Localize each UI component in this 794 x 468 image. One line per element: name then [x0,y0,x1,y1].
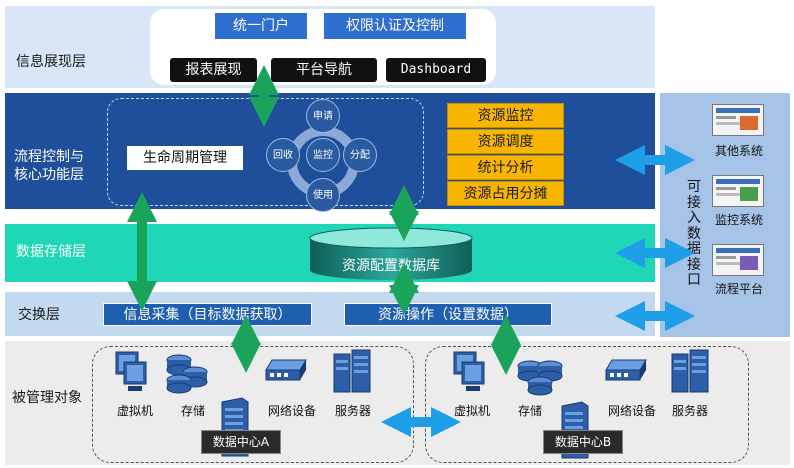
monitor-system-icon [712,175,764,207]
function-resource-monitor[interactable]: 资源监控 [447,103,564,128]
cycle-recycle-node: 回收 [266,138,300,172]
exchange-layer-label: 交换层 [18,307,60,323]
presentation-layer-label: 信息展现层 [16,54,86,70]
process-layer-label: 流程控制与 核心功能层 [14,149,84,183]
network-device-icon [605,359,647,381]
storage-label: 存储 [517,404,542,418]
monitor-system-label: 监控系统 [714,213,763,227]
lifecycle-label: 生命周期管理 [127,146,243,170]
function-resource-schedule[interactable]: 资源调度 [447,129,564,154]
storage-layer-label: 数据存储层 [16,244,86,260]
function-cost-allocation[interactable]: 资源占用分摊 [447,181,564,206]
cycle-use-node: 使用 [306,178,340,212]
virtual-machine-label: 虚拟机 [453,404,490,418]
server-label: 服务器 [334,404,371,418]
datacenter-b-box [425,346,749,463]
platform-nav-button[interactable]: 平台导航 [271,58,377,82]
storage-icon [517,360,563,396]
process-platform-label: 流程平台 [714,282,763,296]
storage-label: 存储 [180,404,205,418]
server-icon [333,349,371,393]
network-device-label: 网络设备 [267,404,316,418]
storage-icon [166,354,208,394]
server-label: 服务器 [671,404,708,418]
virtual-machine-icon [453,351,485,391]
virtual-machine-label: 虚拟机 [116,404,153,418]
auth-control-button[interactable]: 权限认证及控制 [324,13,466,39]
report-button[interactable]: 报表展现 [170,58,257,82]
datacenter-b-tag: 数据中心B [543,430,623,454]
network-device-label: 网络设备 [607,404,656,418]
datacenter-a-tag: 数据中心A [201,430,281,454]
cycle-apply-node: 申请 [306,99,340,133]
virtual-machine-icon [115,351,147,391]
unified-portal-button[interactable]: 统一门户 [215,13,307,39]
function-statistics[interactable]: 统计分析 [447,155,564,180]
cycle-monitor-node: 监控 [306,138,340,172]
dashboard-button[interactable]: Dashboard [386,58,486,82]
other-system-label: 其他系统 [714,144,763,158]
server-icon [671,349,709,393]
network-device-icon [265,359,307,381]
cycle-allocate-node: 分配 [343,138,377,172]
other-system-icon [712,104,764,136]
managed-layer-label: 被管理对象 [12,390,82,406]
process-platform-icon [712,244,764,276]
